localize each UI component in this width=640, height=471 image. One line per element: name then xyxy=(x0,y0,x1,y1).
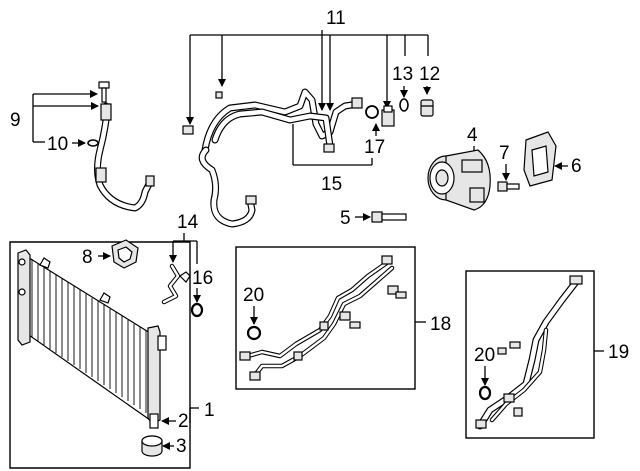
callout-20-a: 20 xyxy=(243,285,264,306)
callout-19: 19 xyxy=(608,342,629,363)
callout-17: 17 xyxy=(364,137,385,158)
o-ring-10 xyxy=(87,139,99,147)
line-assembly-19-frame xyxy=(465,270,595,439)
o-ring-20-a xyxy=(246,325,262,341)
o-ring-20-b xyxy=(478,385,492,401)
bracket-6 xyxy=(523,131,557,187)
bolt-7 xyxy=(497,181,520,192)
callout-1: 1 xyxy=(204,400,215,421)
o-ring-13 xyxy=(399,98,409,112)
line-assembly-18 xyxy=(239,255,407,381)
o-ring-17 xyxy=(365,105,379,119)
callout-4: 4 xyxy=(467,125,478,146)
callout-11: 11 xyxy=(326,8,346,29)
valve-cap-12 xyxy=(420,99,434,117)
callout-2: 2 xyxy=(178,411,189,432)
callout-labels: 11 13 12 9 10 4 17 7 6 15 5 14 8 16 20 1… xyxy=(10,8,629,457)
line-assembly-18-frame xyxy=(235,246,416,390)
callout-8: 8 xyxy=(82,247,93,268)
o-ring-16 xyxy=(190,302,204,318)
callout-13: 13 xyxy=(392,64,413,85)
callout-20-b: 20 xyxy=(474,345,495,366)
part-14-tube xyxy=(161,263,191,305)
callout-10: 10 xyxy=(47,134,68,155)
part-9-hose xyxy=(94,81,155,212)
line-assembly-19 xyxy=(475,275,583,430)
callout-15: 15 xyxy=(321,174,342,195)
part-11-15-hose-assembly xyxy=(182,88,363,228)
callout-3: 3 xyxy=(176,436,187,457)
service-valve-11 xyxy=(381,105,395,127)
callout-7: 7 xyxy=(499,143,510,164)
callout-6: 6 xyxy=(571,156,582,177)
callout-5: 5 xyxy=(340,208,351,229)
condenser xyxy=(17,249,167,457)
callout-16: 16 xyxy=(192,268,213,289)
callout-14: 14 xyxy=(177,212,199,233)
part-8-bracket xyxy=(111,239,139,269)
callout-9: 9 xyxy=(10,110,21,131)
compressor-4 xyxy=(427,149,491,211)
callout-18: 18 xyxy=(430,314,451,335)
leader-lines xyxy=(32,30,604,450)
bolt-5 xyxy=(371,211,407,223)
callout-12: 12 xyxy=(419,64,440,85)
